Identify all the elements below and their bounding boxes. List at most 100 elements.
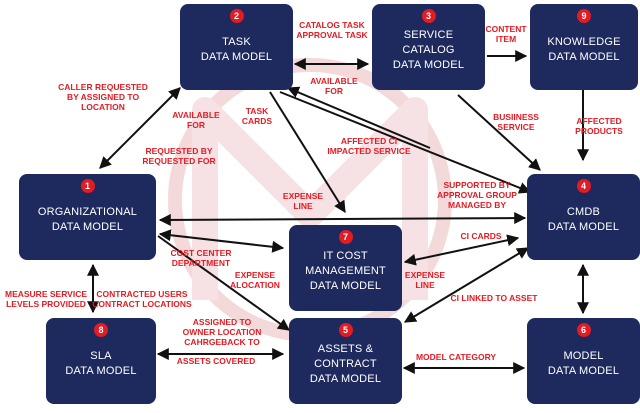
relation-label-line: AFFECTED CI <box>340 136 398 146</box>
relation-label-line: SERVICE <box>497 122 535 132</box>
connector-arrow <box>457 94 541 171</box>
relation-label-line: MANAGED BY <box>447 200 507 210</box>
connector-arrow <box>158 212 527 226</box>
relation-label-line: MEASURE SERVICE <box>4 289 88 299</box>
relation-label-line: EXPENSE <box>234 270 276 280</box>
relation-label-line: BUSIINESS <box>493 112 539 122</box>
relation-label-line: CALLER REQUESTED <box>58 82 148 92</box>
relation-label-line: PRODUCTS <box>575 126 623 136</box>
connector-arrow <box>157 235 290 331</box>
relation-label-line: ASSIGNED TO <box>192 317 252 327</box>
relation-label-line: APPROVAL GROUP <box>437 190 517 200</box>
relation-label-model-category: MODEL CATEGORY <box>416 352 496 362</box>
relation-label-line: REQUESTED FOR <box>142 156 216 166</box>
relation-label-line: SUPPORTED BY <box>443 180 511 190</box>
number-badge: 1 <box>80 179 95 193</box>
relation-label-line: TASK <box>245 106 269 116</box>
box-title-line: DATA MODEL <box>200 51 273 63</box>
connector-arrow <box>286 86 431 149</box>
connector-arrow <box>403 234 520 266</box>
relation-label-line: EXPENSE <box>404 270 446 280</box>
box-title-line: SLA <box>90 350 112 362</box>
connector-arrow <box>269 91 346 214</box>
number-badge: 6 <box>576 323 591 337</box>
relation-label-line: LEVELS PROVIDED <box>6 299 86 309</box>
box-title-line: DATA MODEL <box>547 365 620 377</box>
relation-label-line: EXPENSE <box>282 191 324 201</box>
relation-label-line: LINE <box>415 280 435 290</box>
relation-label-ci-cards: CI CARDS <box>460 231 501 241</box>
number-badge: 8 <box>94 323 108 337</box>
box-title-line: CMDB <box>566 206 601 218</box>
relation-label-line: AFFECTED <box>576 116 622 126</box>
relation-label-line: FOR <box>187 120 205 130</box>
number-badge: 4 <box>576 179 591 193</box>
box-title-line: CATALOG <box>402 43 455 56</box>
relation-label-line: CATALOG TASK <box>299 20 365 30</box>
connector-arrow <box>279 91 532 194</box>
relation-label-line: FOR <box>325 86 343 96</box>
relation-label-line: LOCATION <box>81 102 125 112</box>
relation-label-assets-covered: ASSETS COVERED <box>177 356 255 366</box>
relation-label-line: MODEL CATEGORY <box>415 352 497 362</box>
box-title-line: DATA MODEL <box>65 365 137 377</box>
relation-label-line: CI CARDS <box>460 231 502 241</box>
relation-label-line: OWNER LOCATION <box>182 327 262 337</box>
relation-label-line: DEPARTMENT <box>171 258 231 268</box>
relation-label-line: ITEM <box>495 34 517 44</box>
relation-label-line: AVAILABLE <box>172 110 220 120</box>
relation-label-line: IMPACTED SERVICE <box>327 146 411 156</box>
relation-label-line: ALOCATION <box>230 280 280 290</box>
box-title-line: CONTRACT <box>314 357 377 370</box>
box-title-line: MANAGEMENT <box>305 264 386 277</box>
box-title-line: DATA MODEL <box>547 221 620 233</box>
box-title-line: DATA MODEL <box>309 279 382 292</box>
relation-label-line: REQUESTED BY <box>145 146 213 156</box>
relation-label-line: BY ASSIGNED TO <box>66 92 140 102</box>
box-title-line: DATA MODEL <box>309 372 382 385</box>
number-badge: 3 <box>421 9 436 23</box>
relation-label-line: CAHRGEBACK TO <box>184 337 260 347</box>
number-badge: 9 <box>577 9 591 23</box>
box-title-line: IT COST <box>323 249 368 262</box>
box-title-line: ORGANIZATIONAL <box>37 206 138 218</box>
relation-label-line: COST CENTER <box>170 248 232 258</box>
relation-label-line: CONTRACT LOCATIONS <box>92 299 192 309</box>
box-title-line: DATA MODEL <box>392 58 465 71</box>
relation-label-ci-linked: CI LINKED TO ASSET <box>451 293 538 303</box>
relation-label-line: LINE <box>293 201 313 211</box>
box-title-line: MODEL <box>563 350 604 362</box>
relation-label-line: CONTRACTED USERS <box>96 289 188 299</box>
relation-label-line: CARDS <box>241 116 273 126</box>
number-badge: 2 <box>229 9 244 23</box>
connector-arrow <box>99 87 181 169</box>
box-title-line: ASSETS & <box>317 342 374 355</box>
relation-label-line: CONTENT <box>485 24 527 34</box>
connector-arrow <box>158 229 285 253</box>
relation-label-line: APPROVAL TASK <box>296 30 368 40</box>
box-title-line: KNOWLEDGE <box>547 36 621 48</box>
number-badge: 5 <box>338 323 353 337</box>
relation-label-line: CI LINKED TO ASSET <box>450 293 538 303</box>
connector-arrow <box>403 247 530 323</box>
box-title-line: TASK <box>222 36 251 48</box>
